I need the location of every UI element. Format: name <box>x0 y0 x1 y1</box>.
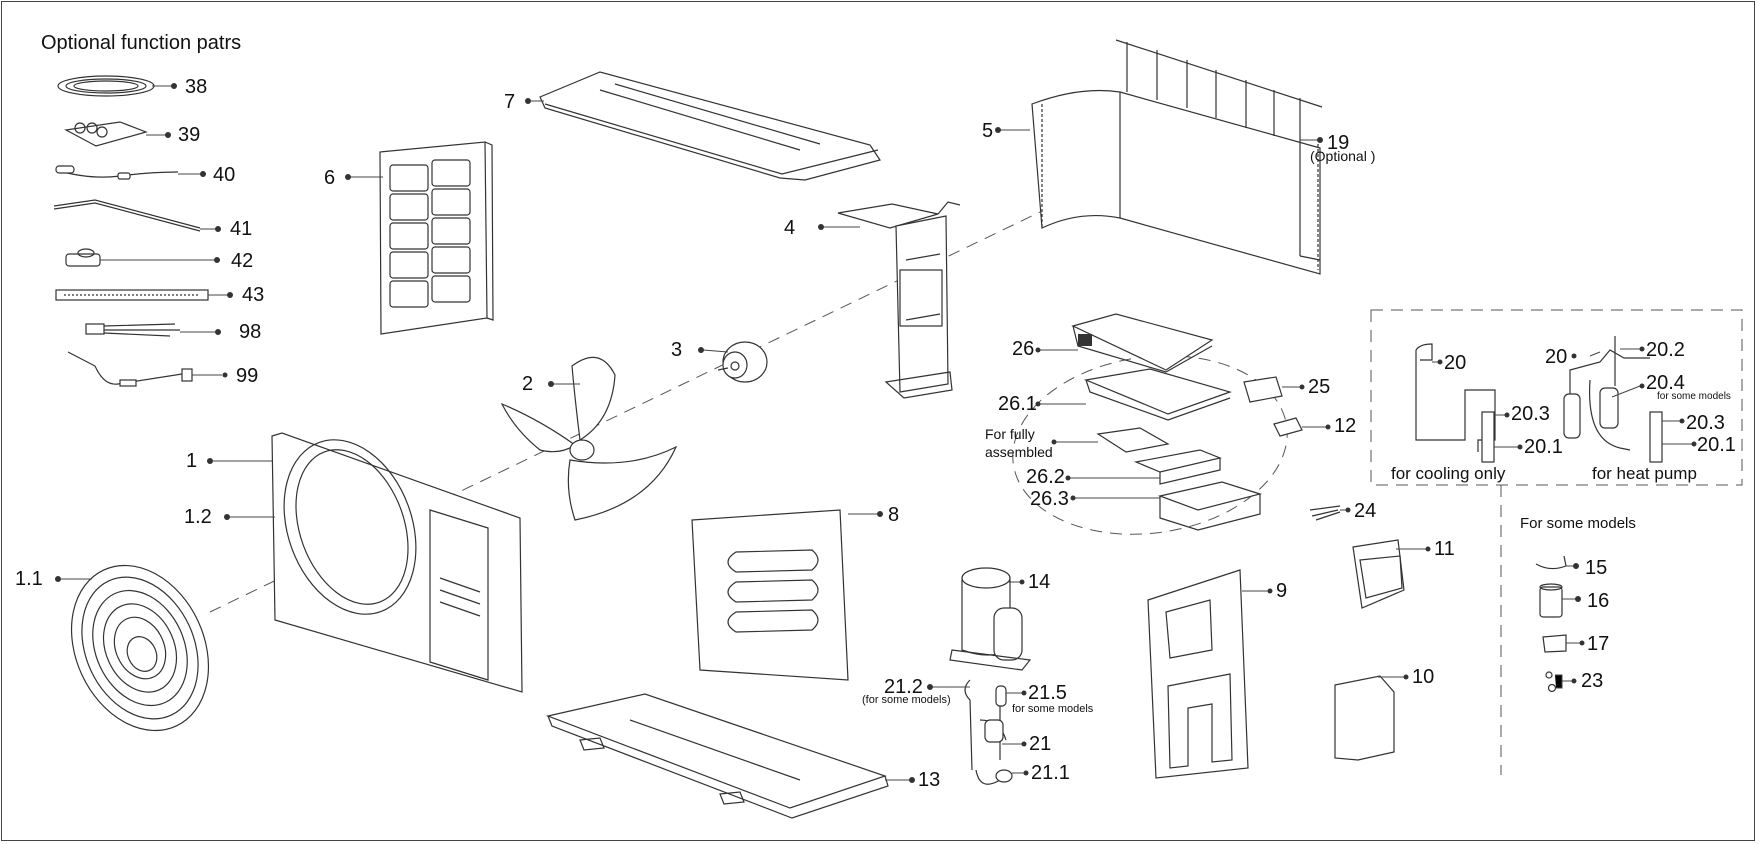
label-1-2: 1.2 <box>184 506 212 528</box>
label-25: 25 <box>1308 376 1331 398</box>
part-26-pcb-plate <box>1051 427 1170 453</box>
label-5: 5 <box>982 120 994 142</box>
part-1-front-panel <box>207 432 523 693</box>
heatpump-label-20-1: 20.1 <box>1697 434 1736 456</box>
heat-pump-valve-assembly <box>1563 336 1697 463</box>
cooling-only-caption: for cooling only <box>1391 464 1506 483</box>
fully-assembled-note-line1: For fully <box>985 426 1035 442</box>
cooling-only-valve-assembly <box>1415 343 1523 463</box>
heat-pump-caption: for heat pump <box>1592 464 1697 483</box>
cooling-label-20: 20 <box>1444 352 1467 374</box>
part-8-partition-plate <box>691 509 883 681</box>
label-43: 43 <box>242 284 265 306</box>
part-13-chassis-base <box>545 693 915 819</box>
part-24-wire <box>1309 505 1351 521</box>
label-19: 19 <box>1327 132 1350 154</box>
label-99: 99 <box>236 365 259 387</box>
part-98-connector-cable <box>85 323 221 337</box>
part-1-1-fan-guard <box>55 564 210 732</box>
label-21-1: 21.1 <box>1031 762 1070 784</box>
label-1-1: 1.1 <box>15 568 43 590</box>
heatpump-label-20-3: 20.3 <box>1686 412 1725 434</box>
fully-assembled-note-line2: assembled <box>985 444 1053 460</box>
heatpump-label-20: 20 <box>1545 346 1568 368</box>
part-38-pipe-coil <box>57 75 177 97</box>
part-26-control-box <box>1035 313 1214 373</box>
part-26-3-box-base <box>1070 481 1263 531</box>
label-3: 3 <box>671 339 683 361</box>
label-26-2: 26.2 <box>1026 466 1065 488</box>
label-1: 1 <box>186 450 198 472</box>
label-21-5: 21.5 <box>1028 682 1067 704</box>
label-26-1: 26.1 <box>998 393 1037 415</box>
part-4-motor-bracket <box>818 201 961 399</box>
part-7-top-cover <box>525 71 881 181</box>
part-42-housing <box>65 248 220 267</box>
label-11: 11 <box>1434 538 1455 560</box>
label-12: 12 <box>1334 415 1357 437</box>
part-3-fan-motor <box>698 341 768 383</box>
part-15-clamp <box>1535 555 1579 570</box>
cooling-label-20-1: 20.1 <box>1524 436 1563 458</box>
label-7: 7 <box>504 91 516 113</box>
part-21-four-way-valve <box>927 679 1029 785</box>
part-9-right-side-panel <box>1147 569 1273 779</box>
part-99-wiring-harness <box>67 351 228 387</box>
label-19-note: (Optional ) <box>1310 148 1376 164</box>
part-25-small-board <box>1243 376 1305 403</box>
heatpump-label-20-4: 20.4 <box>1646 372 1685 394</box>
some-models-title: For some models <box>1520 515 1636 532</box>
part-43-heating-belt <box>55 289 233 301</box>
part-26-2-heatsink-tray <box>1065 449 1222 485</box>
part-16-capacitor <box>1539 583 1581 618</box>
label-39: 39 <box>178 124 201 146</box>
part-40-sensor-wire <box>55 165 206 180</box>
label-21: 21 <box>1029 733 1052 755</box>
part-19-wire-guard <box>1115 39 1323 261</box>
label-41: 41 <box>230 218 253 240</box>
part-14-compressor <box>949 567 1032 671</box>
part-17-relay <box>1542 634 1585 653</box>
part-2-fan-blade <box>500 356 678 521</box>
label-24: 24 <box>1354 500 1377 522</box>
label-98: 98 <box>239 321 262 343</box>
label-26-3: 26.3 <box>1030 488 1069 510</box>
label-21-2: 21.2 <box>884 676 923 698</box>
heatpump-label-20-2: 20.2 <box>1646 339 1685 361</box>
part-11-valve-cover <box>1352 539 1431 609</box>
label-16: 16 <box>1587 590 1610 612</box>
optional-parts-title: Optional function patrs <box>41 32 242 54</box>
label-10: 10 <box>1412 666 1435 688</box>
label-38: 38 <box>185 76 208 98</box>
label-13: 13 <box>918 769 941 791</box>
label-17: 17 <box>1587 633 1610 655</box>
label-21-2-note: (for some models) <box>862 694 951 706</box>
label-2: 2 <box>522 373 534 395</box>
label-23: 23 <box>1581 670 1604 692</box>
part-26-1-box-cover <box>1035 368 1232 421</box>
part-12-terminal-block <box>1273 417 1331 437</box>
label-42: 42 <box>231 250 254 272</box>
label-8: 8 <box>888 504 900 526</box>
cooling-label-20-3: 20.3 <box>1511 403 1550 425</box>
part-41-heater-wire <box>53 199 221 232</box>
heatpump-label-20-4-note: for some models <box>1657 391 1731 402</box>
label-9: 9 <box>1276 580 1288 602</box>
part-6-side-grille <box>345 141 494 335</box>
part-23-nuts <box>1545 671 1577 693</box>
label-26: 26 <box>1012 338 1035 360</box>
part-10-terminal-cover <box>1334 674 1409 761</box>
part-5-condenser <box>995 89 1321 275</box>
part-39-control-board <box>64 121 171 147</box>
label-21-5-note: for some models <box>1012 703 1094 715</box>
label-15: 15 <box>1585 557 1608 579</box>
label-14: 14 <box>1028 571 1051 593</box>
valve-box-outline <box>1370 309 1743 486</box>
label-4: 4 <box>784 217 796 239</box>
label-6: 6 <box>324 167 336 189</box>
label-40: 40 <box>213 164 236 186</box>
